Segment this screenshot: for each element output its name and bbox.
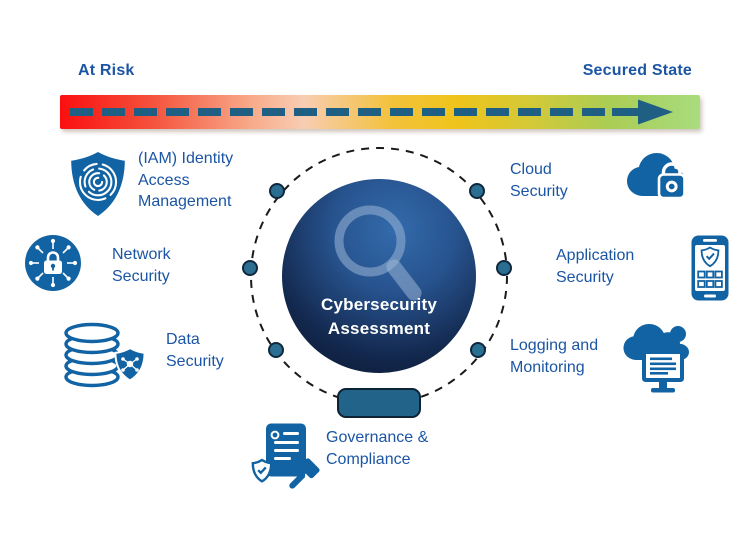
- label-line: Security: [556, 268, 614, 286]
- category-cloud-label: Cloud Security: [510, 159, 568, 202]
- label-line: Data: [166, 331, 200, 348]
- category-governance-label: Governance & Compliance: [326, 427, 428, 470]
- label-line: Security: [166, 352, 224, 370]
- assessment-title-line2: Assessment: [327, 319, 431, 338]
- dashed-arrow-icon: [70, 99, 673, 125]
- document-gavel-icon: [251, 423, 320, 489]
- mobile-shield-icon: [691, 235, 729, 301]
- assessment-circle: Cybersecurity Assessment: [282, 179, 476, 373]
- label-line: Logging and: [510, 337, 599, 354]
- label-line: Security: [510, 182, 568, 200]
- network-lock-icon: [25, 235, 81, 291]
- orbit-node: [469, 183, 485, 199]
- orbit-node: [470, 342, 486, 358]
- orbit-node: [268, 342, 284, 358]
- risk-spectrum-bar: [60, 95, 700, 129]
- secured-state-label: Secured State: [582, 62, 692, 79]
- label-line: Network: [112, 246, 171, 263]
- database-shield-icon: [64, 322, 146, 388]
- category-network-label: Network Security: [112, 244, 171, 287]
- cloud-monitor-icon: [623, 324, 689, 393]
- label-line: Management: [138, 193, 232, 210]
- category-data-label: Data Security: [166, 329, 224, 372]
- label-line: Compliance: [326, 450, 411, 468]
- label-line: Governance &: [326, 429, 429, 446]
- cloud-lock-icon: [627, 153, 686, 200]
- stand-base: [337, 388, 421, 418]
- category-iam-label: (IAM) Identity Access Management: [138, 148, 233, 213]
- orbit-node: [269, 183, 285, 199]
- label-line: Security: [112, 267, 170, 285]
- label-line: Application: [556, 247, 635, 264]
- label-line: Monitoring: [510, 358, 585, 376]
- orbit-node: [496, 260, 512, 276]
- at-risk-label: At Risk: [78, 62, 135, 79]
- label-line: (IAM) Identity: [138, 150, 234, 167]
- orbit-node: [242, 260, 258, 276]
- fingerprint-shield-icon: [71, 152, 125, 216]
- category-logging-label: Logging and Monitoring: [510, 335, 598, 378]
- label-line: Cloud: [510, 161, 552, 178]
- category-application-label: Application Security: [556, 245, 634, 288]
- assessment-title-line1: Cybersecurity: [321, 295, 437, 314]
- label-line: Access: [138, 171, 190, 189]
- magnifying-glass-icon: [334, 205, 422, 301]
- assessment-title: Cybersecurity Assessment: [282, 293, 476, 341]
